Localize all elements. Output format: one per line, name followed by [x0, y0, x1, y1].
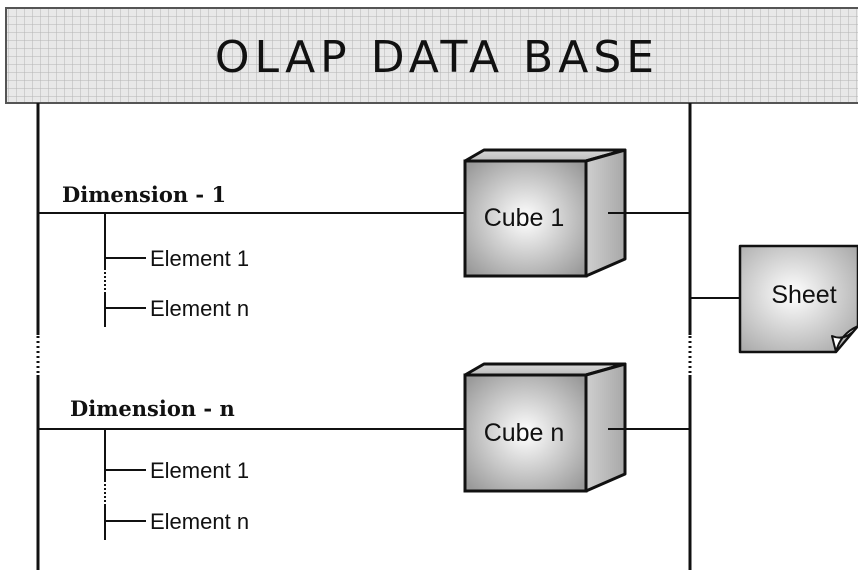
cube-n: Cube n [463, 362, 627, 493]
dimension-label: Dimension - 1 [62, 182, 226, 207]
element-label: Element 1 [150, 458, 249, 483]
dimension-group-1: Dimension - 1 Element 1 Element n Cube 1 [38, 148, 690, 327]
sheet-icon [738, 244, 858, 354]
element-label: Element n [150, 509, 249, 534]
element-label: Element n [150, 296, 249, 321]
cube-label: Cube n [484, 419, 565, 447]
cube-label: Cube 1 [484, 204, 565, 232]
dimension-group-n: Dimension - n Element 1 Element n Cube n [38, 362, 690, 540]
cube-1: Cube 1 [463, 148, 627, 278]
header-title: OLAP DATA BASE [215, 32, 659, 83]
element-label: Element 1 [150, 246, 249, 271]
dimension-label: Dimension - n [70, 396, 235, 421]
header-banner: OLAP DATA BASE [5, 7, 858, 104]
sheet-output: Sheet [690, 244, 858, 354]
sheet-label: Sheet [771, 281, 836, 309]
